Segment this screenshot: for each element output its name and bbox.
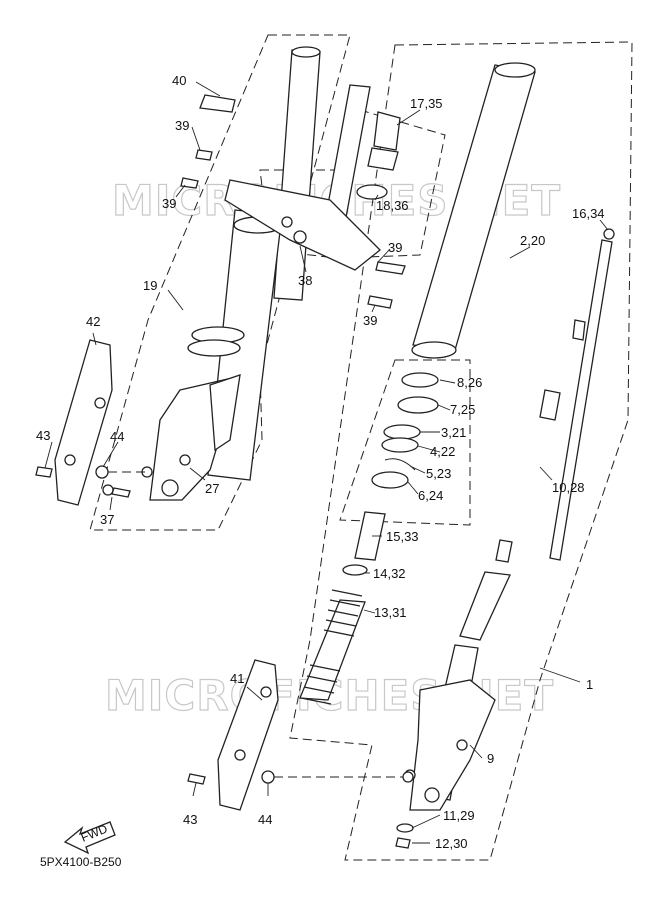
label-27: 27 <box>205 481 219 496</box>
label-17-35: 17,35 <box>410 96 443 111</box>
label-38: 38 <box>298 273 312 288</box>
label-5-23: 5,23 <box>426 466 451 481</box>
label-43-b: 43 <box>183 812 197 827</box>
seal-stack <box>371 372 439 489</box>
label-39-b: 39 <box>162 196 176 211</box>
label-3-21: 3,21 <box>441 425 466 440</box>
label-37: 37 <box>100 512 114 527</box>
left-fork-assembly <box>149 46 321 501</box>
label-11-29: 11,29 <box>443 808 475 823</box>
right-outer-tube <box>395 571 511 849</box>
leader-lines <box>44 81 609 844</box>
fasteners <box>35 465 414 785</box>
label-44-a: 44 <box>110 429 124 444</box>
label-42: 42 <box>86 314 100 329</box>
part-labels: 40 39 39 19 38 39 39 17,35 18,36 16,34 2… <box>36 73 605 851</box>
right-inner-tube <box>411 62 536 359</box>
label-2-20: 2,20 <box>520 233 545 248</box>
label-16-34: 16,34 <box>572 206 605 221</box>
label-4-22: 4,22 <box>430 444 455 459</box>
fwd-arrow-icon: FWD <box>63 821 116 855</box>
label-1: 1 <box>586 677 593 692</box>
label-13-31: 13,31 <box>374 605 407 620</box>
damper-rod <box>495 228 615 563</box>
cap-bolt <box>356 111 401 200</box>
label-15-33: 15,33 <box>386 529 419 544</box>
label-40: 40 <box>172 73 186 88</box>
top-bracket <box>180 84 406 309</box>
diagram-code: 5PX4100-B250 <box>40 855 122 869</box>
label-19: 19 <box>143 278 157 293</box>
label-18-36: 18,36 <box>376 198 409 213</box>
label-44-b: 44 <box>258 812 272 827</box>
label-39-a: 39 <box>175 118 189 133</box>
label-10-28: 10,28 <box>552 480 585 495</box>
label-7-25: 7,25 <box>450 402 475 417</box>
label-6-24: 6,24 <box>418 488 443 503</box>
spring-assembly <box>299 511 386 705</box>
fork-guards <box>54 339 279 811</box>
label-41: 41 <box>230 671 244 686</box>
label-12-30: 12,30 <box>435 836 468 851</box>
label-14-32: 14,32 <box>373 566 406 581</box>
label-8-26: 8,26 <box>457 375 482 390</box>
label-43-a: 43 <box>36 428 50 443</box>
label-39-c: 39 <box>388 240 402 255</box>
label-39-d: 39 <box>363 313 377 328</box>
label-9: 9 <box>487 751 494 766</box>
